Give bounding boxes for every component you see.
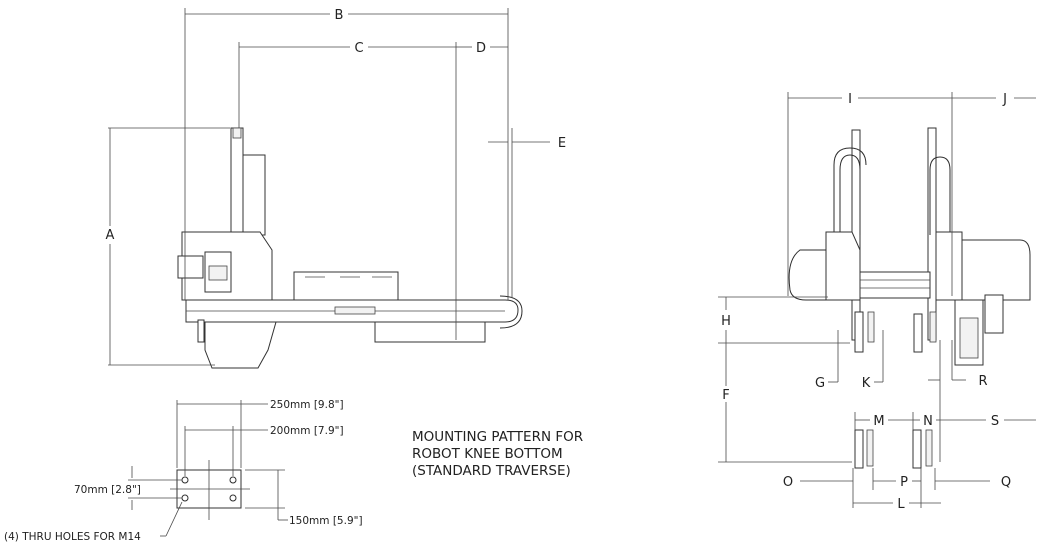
dimension-i: I <box>787 92 953 296</box>
label-s: S <box>991 414 999 429</box>
label-a: A <box>106 228 115 243</box>
label-g: G <box>815 376 825 391</box>
label-q: Q <box>1001 475 1011 490</box>
label-b: B <box>335 8 344 23</box>
mounting-title-line3: (STANDARD TRAVERSE) <box>412 463 571 479</box>
mounting-pattern: 250mm [9.8"] 200mm [7.9"] 70mm [2.8"] 15… <box>4 399 363 543</box>
dim-70-label: 70mm [2.8"] <box>74 484 141 496</box>
label-m: M <box>873 414 884 429</box>
label-i: I <box>848 92 852 107</box>
front-view-robot <box>788 127 1031 469</box>
mounting-title-line1: MOUNTING PATTERN FOR <box>412 429 583 445</box>
dimension-b: B <box>184 8 509 300</box>
dim-250-label: 250mm [9.8"] <box>270 399 344 411</box>
label-c: C <box>354 41 363 56</box>
dimension-q: Q <box>934 468 1011 490</box>
dimension-o: O <box>783 468 854 508</box>
label-f: F <box>722 388 729 403</box>
dimension-e: E <box>488 128 566 298</box>
dimension-n: N <box>913 414 940 429</box>
dimension-p: P <box>872 468 922 508</box>
side-view-robot <box>177 127 523 369</box>
front-view: I J H F G <box>718 92 1036 512</box>
label-o: O <box>783 475 793 490</box>
label-j: J <box>1002 92 1007 107</box>
mounting-pattern-title: MOUNTING PATTERN FOR ROBOT KNEE BOTTOM (… <box>412 429 583 479</box>
dimension-m: M <box>854 412 914 430</box>
label-d: D <box>476 41 486 56</box>
dimension-c: C <box>238 41 457 340</box>
label-r: R <box>978 374 987 389</box>
label-p: P <box>900 475 908 490</box>
label-h: H <box>721 314 731 329</box>
dim-200-label: 200mm [7.9"] <box>270 425 344 437</box>
dimension-j: J <box>952 92 1036 107</box>
side-view: A B C D E <box>106 8 566 369</box>
dimension-l: L <box>853 497 941 512</box>
dimension-h: H <box>718 296 850 344</box>
holes-note: (4) THRU HOLES FOR M14 <box>4 531 141 543</box>
label-e: E <box>558 136 566 151</box>
dimension-s: S <box>940 414 1036 429</box>
label-l: L <box>897 497 905 512</box>
dim-150-label: 150mm [5.9"] <box>289 515 363 527</box>
dimension-g: G <box>815 330 839 391</box>
dimension-k: K <box>862 330 884 391</box>
dimension-a: A <box>106 127 230 366</box>
dimension-f: F <box>718 343 852 463</box>
mounting-title-line2: ROBOT KNEE BOTTOM <box>412 446 563 462</box>
dimension-r: R <box>928 340 988 462</box>
dimension-d: D <box>456 41 508 56</box>
label-n: N <box>923 414 933 429</box>
label-k: K <box>862 376 871 391</box>
